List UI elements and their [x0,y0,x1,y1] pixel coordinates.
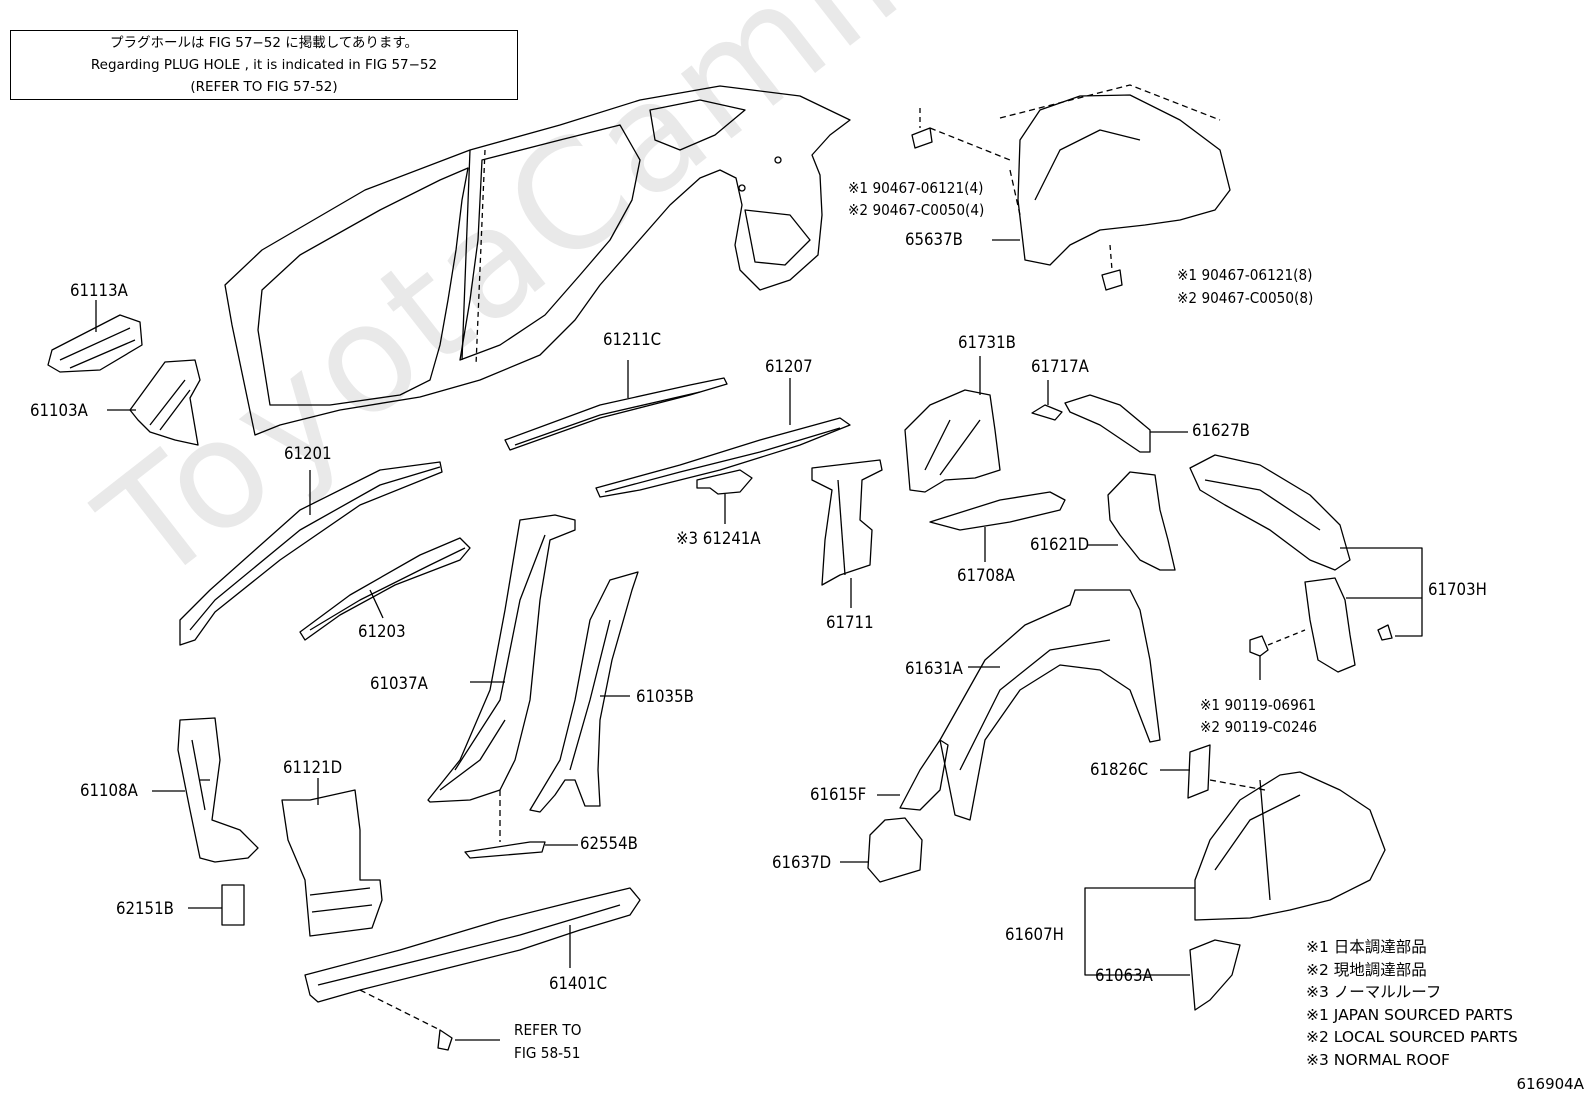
part-61113A [47,314,143,373]
part-61627B [1064,394,1151,453]
part-61717A [1031,404,1063,421]
label-clip-upper-japan: ※1 90467-06121(4) [848,179,984,197]
bolt-90119 [1249,635,1269,657]
label-bolt-japan: ※1 90119-06961 [1200,696,1317,714]
label-61731B: 61731B [958,333,1016,353]
label-61621D: 61621D [1030,535,1090,555]
label-61615F: 61615F [810,785,867,805]
label-61607H: 61607H [1005,925,1064,945]
part-61607H [1194,771,1386,921]
label-bolt-local: ※2 90119-C0246 [1200,718,1317,736]
label-61211C: 61211C [603,330,662,350]
part-61207 [595,417,851,498]
plug-hole-note: プラグホールは FIG 57−52 に掲載してあります。 Regarding P… [10,30,518,100]
legend-line: ※1 日本調達部品 [1306,938,1427,956]
label-clip-lower-japan: ※1 90467-06121(8) [1177,266,1313,284]
label-61203: 61203 [358,622,406,642]
part-65637B [1017,94,1231,266]
part-61731B [904,389,1001,493]
label-clip-upper-local: ※2 90467-C0050(4) [848,201,985,219]
label-62151B: 62151B [116,899,174,919]
part-61121D [281,789,383,937]
note-line-japanese: プラグホールは FIG 57−52 に掲載してあります。 [109,35,419,51]
part-62151B [221,884,245,926]
part-61241A [696,469,753,495]
label-61103A: 61103A [30,401,88,421]
clip-lower [1101,269,1123,291]
label-clip-lower-local: ※2 90467-C0050(8) [1177,289,1314,307]
label-61035B: 61035B [636,687,694,707]
part-61703H [1189,454,1351,571]
label-61113A: 61113A [70,281,128,301]
part-61035B [529,571,639,813]
legend-line: ※3 NORMAL ROOF [1306,1050,1450,1069]
note-line-refer: (REFER TO FIG 57-52) [190,79,338,95]
label-refer-line2: FIG 58-51 [514,1044,581,1062]
part-61631A [939,589,1161,821]
legend-line: ※3 ノーマルルーフ [1306,983,1442,1001]
part-61615F [899,739,949,811]
label-61037A: 61037A [370,674,428,694]
label-61241A: ※3 61241A [676,529,761,549]
label-61717A: 61717A [1031,357,1089,377]
part-61063A [1189,939,1241,1011]
label-61826C: 61826C [1090,760,1149,780]
label-61108A: 61108A [80,781,138,801]
sourcing-legend: ※1 日本調達部品 ※2 現地調達部品 ※3 ノーマルルーフ ※1 JAPAN … [1306,936,1518,1071]
legend-line: ※2 LOCAL SOURCED PARTS [1306,1028,1518,1046]
part-61211C [504,377,728,451]
label-refer-line1: REFER TO [514,1021,582,1039]
part-61037A [427,514,576,803]
part-61826C [1187,744,1211,799]
label-65637B: 65637B [905,230,963,250]
label-61063A: 61063A [1095,966,1153,986]
part-61621D [1107,471,1176,571]
label-61401C: 61401C [549,974,608,994]
part-61201 [179,461,443,646]
label-61631A: 61631A [905,659,963,679]
note-line-english: Regarding PLUG HOLE , it is indicated in… [90,57,438,73]
label-61637D: 61637D [772,853,832,873]
label-62554B: 62554B [580,834,638,854]
part-61711 [811,459,883,586]
label-61711: 61711 [826,613,874,633]
part-61708A [929,491,1066,531]
part-61637D [867,817,923,883]
bolt-fig-58-51 [437,1029,453,1051]
label-61708A: 61708A [957,566,1015,586]
body-side-outer-panel [224,85,851,436]
legend-line: ※2 現地調達部品 [1306,960,1427,979]
label-61201: 61201 [284,444,332,464]
part-61203 [299,537,471,641]
figure-code: 616904A [1516,1075,1584,1093]
part-61401C [304,887,641,1003]
part-61108A [177,717,259,863]
label-61121D: 61121D [283,758,343,778]
clip-upper [911,127,933,149]
legend-line: ※1 JAPAN SOURCED PARTS [1306,1005,1513,1024]
part-62554B [464,841,546,859]
part-61103A [129,359,201,446]
label-61703H: 61703H [1428,580,1487,600]
label-61627B: 61627B [1192,421,1250,441]
label-61207: 61207 [765,357,813,377]
